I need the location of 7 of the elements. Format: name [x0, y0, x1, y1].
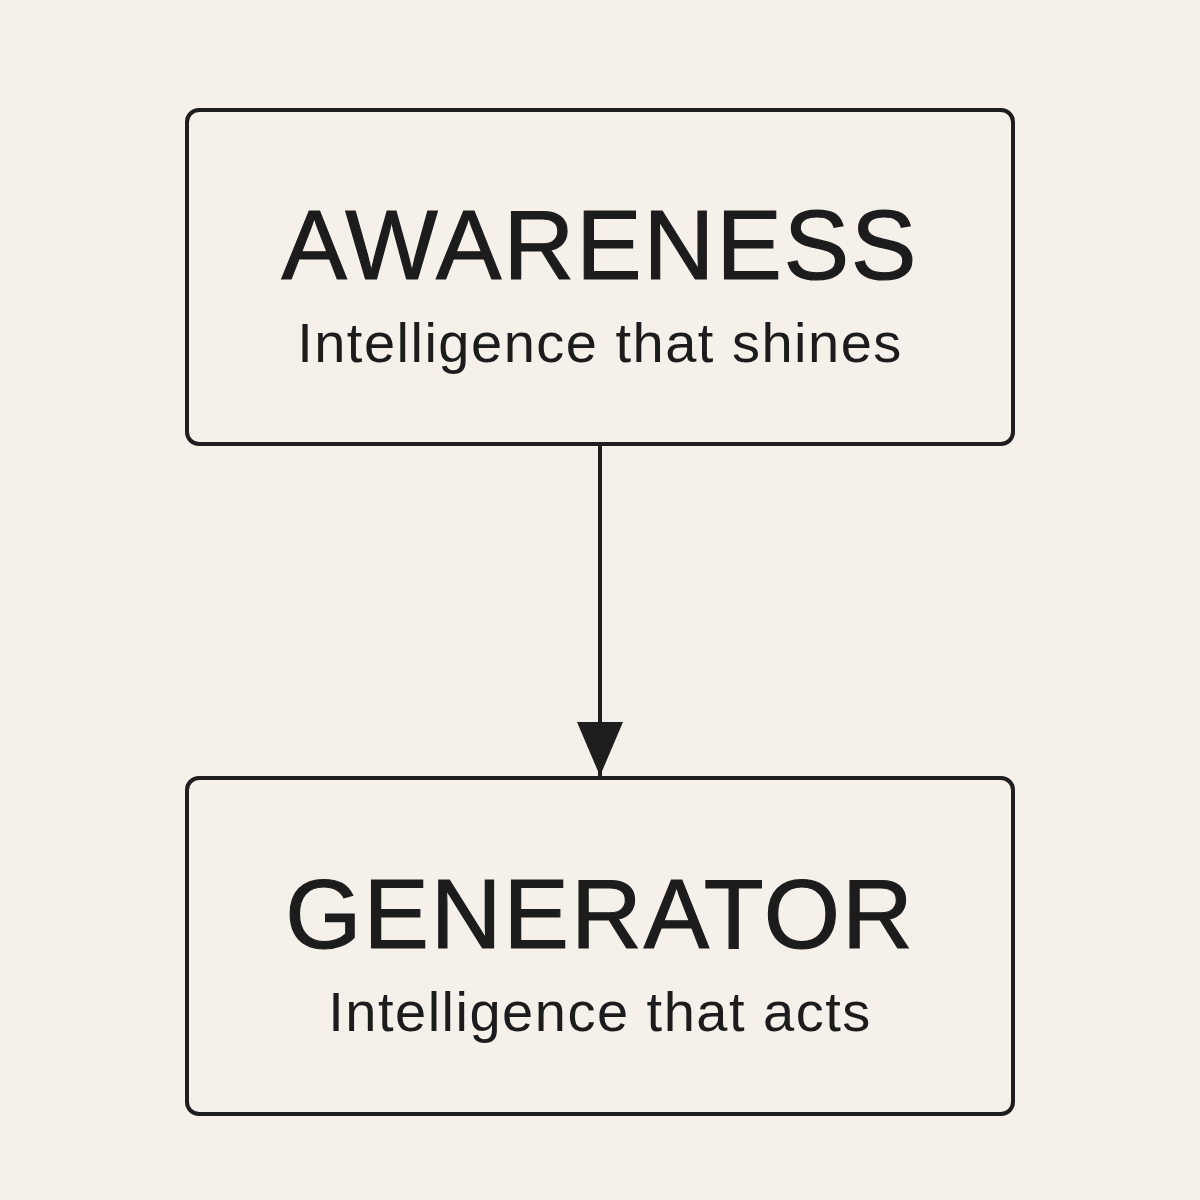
box-subtitle: Intelligence that shines [297, 311, 903, 376]
arrow [577, 446, 623, 776]
box-title: GENERATOR [285, 863, 915, 967]
process-box [185, 108, 1015, 446]
process-box [185, 776, 1015, 1116]
box-subtitle: Intelligence that acts [328, 980, 872, 1045]
box-title: AWARENESS [281, 194, 919, 298]
